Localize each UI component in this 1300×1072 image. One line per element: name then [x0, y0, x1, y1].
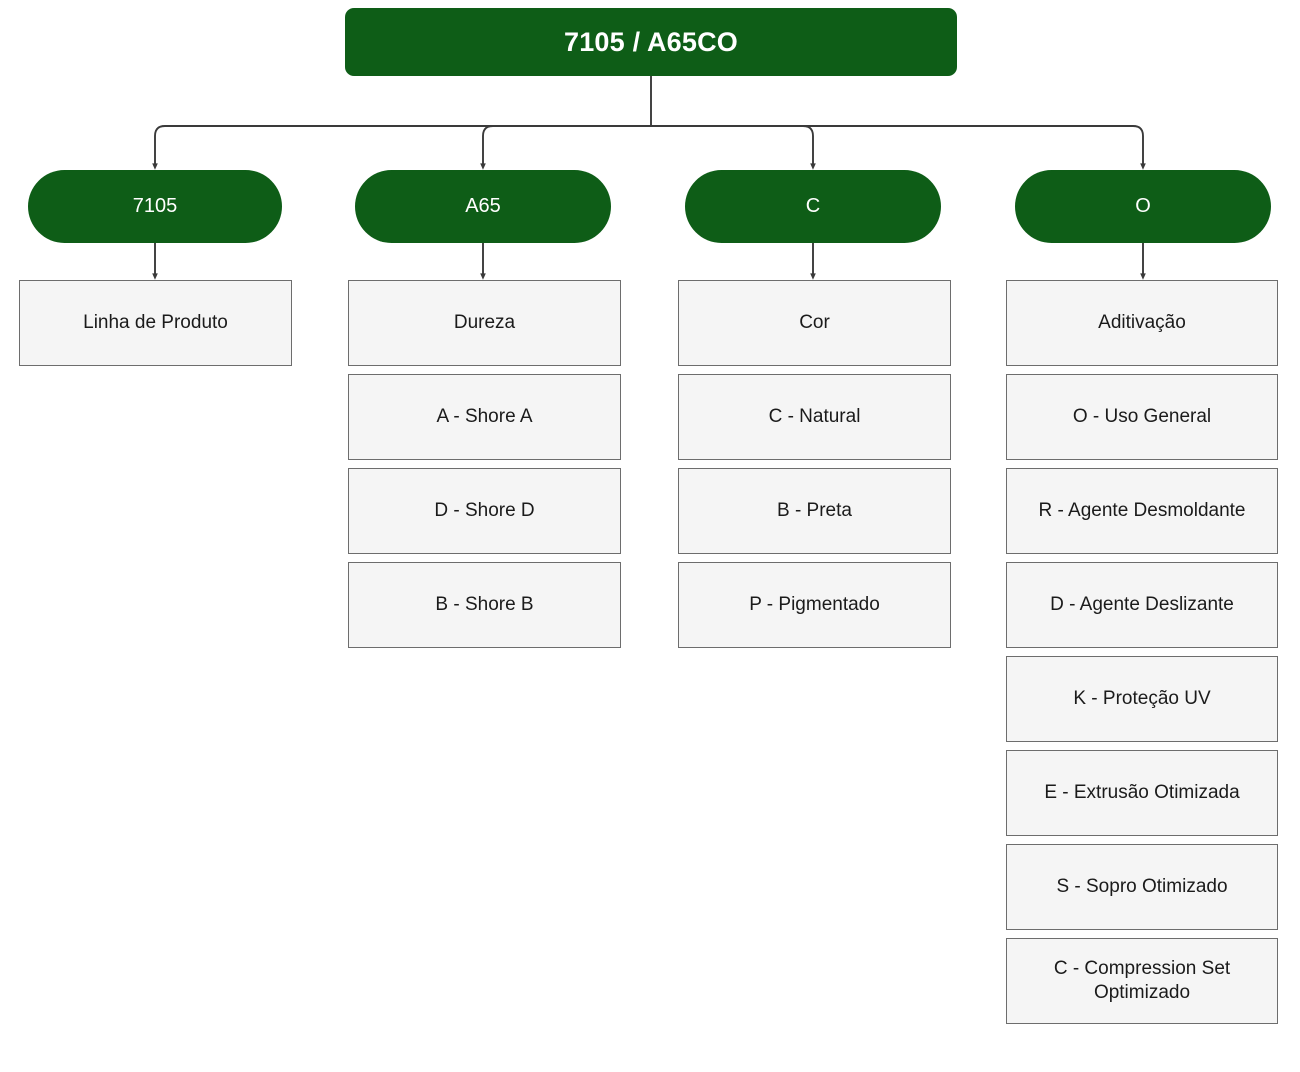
option-box-label: O - Uso General	[1072, 405, 1212, 427]
category-box-aditivacao[interactable]: Aditivação	[1006, 280, 1278, 366]
category-box-label: Cor	[799, 311, 830, 333]
code-node-label: O	[1135, 195, 1151, 217]
option-box[interactable]: O - Uso General	[1006, 374, 1278, 460]
branch-connector-linha	[152, 125, 651, 170]
option-box-label: D - Shore D	[434, 499, 535, 521]
option-box-label: D - Agente Deslizante	[1050, 593, 1234, 615]
option-box[interactable]: R - Agente Desmoldante	[1006, 468, 1278, 554]
branch-connector-aditivacao	[651, 125, 1146, 170]
option-box[interactable]: D - Agente Deslizante	[1006, 562, 1278, 648]
code-node-label: 7105	[132, 195, 178, 217]
category-box-cor[interactable]: Cor	[678, 280, 951, 366]
root-node[interactable]: 7105 / A65CO	[345, 8, 957, 76]
option-box-label: C - Compression Set Optimizado	[1053, 957, 1231, 1003]
root-node-label: 7105 / A65CO	[564, 26, 738, 57]
option-box[interactable]: B - Preta	[678, 468, 951, 554]
code-node-dureza[interactable]: A65	[355, 170, 611, 243]
option-box[interactable]: D - Shore D	[348, 468, 621, 554]
option-box[interactable]: C - Natural	[678, 374, 951, 460]
category-box-label: Linha de Produto	[83, 311, 228, 333]
option-box-label: K - Proteção UV	[1073, 687, 1211, 709]
code-node-label: C	[805, 195, 821, 217]
option-box[interactable]: B - Shore B	[348, 562, 621, 648]
option-box[interactable]: K - Proteção UV	[1006, 656, 1278, 742]
option-box-label: S - Sopro Otimizado	[1056, 875, 1228, 897]
category-box-dureza[interactable]: Dureza	[348, 280, 621, 366]
option-box-label: B - Preta	[777, 499, 852, 521]
option-box-label: A - Shore A	[436, 405, 533, 427]
branch-connector-dureza	[480, 125, 651, 170]
option-box-label: R - Agente Desmoldante	[1038, 499, 1246, 521]
option-box[interactable]: P - Pigmentado	[678, 562, 951, 648]
option-box-label: B - Shore B	[435, 593, 534, 615]
code-node-cor[interactable]: C	[685, 170, 941, 243]
option-box[interactable]: A - Shore A	[348, 374, 621, 460]
option-box-label: P - Pigmentado	[749, 593, 880, 615]
code-node-linha[interactable]: 7105	[28, 170, 282, 243]
option-box-label: E - Extrusão Otimizada	[1044, 781, 1240, 803]
option-box-label: C - Natural	[768, 405, 861, 427]
code-node-aditivacao[interactable]: O	[1015, 170, 1271, 243]
option-box[interactable]: E - Extrusão Otimizada	[1006, 750, 1278, 836]
category-box-label: Aditivação	[1098, 311, 1186, 333]
option-box[interactable]: S - Sopro Otimizado	[1006, 844, 1278, 930]
category-box-linha[interactable]: Linha de Produto	[19, 280, 292, 366]
category-box-label: Dureza	[453, 311, 516, 333]
code-node-label: A65	[465, 195, 501, 217]
option-box[interactable]: C - Compression Set Optimizado	[1006, 938, 1278, 1024]
branch-connector-cor	[651, 125, 816, 170]
